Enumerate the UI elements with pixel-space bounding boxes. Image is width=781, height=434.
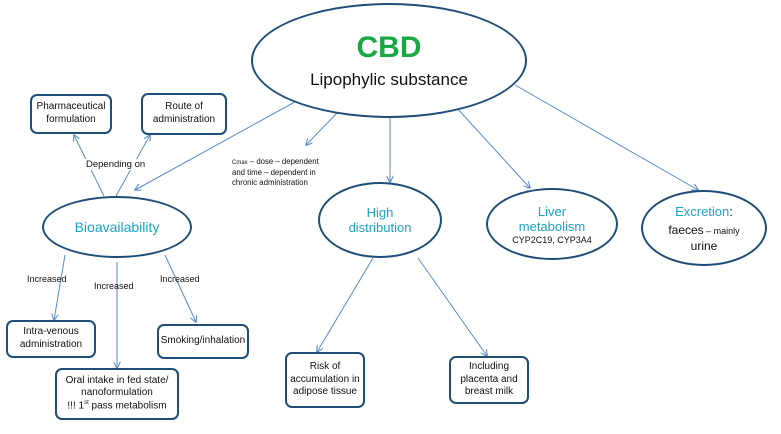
liver-enzymes: CYP2C19, CYP3A4 (512, 234, 592, 245)
adipose-box: Risk of accumulation in adipose tissue (285, 352, 365, 408)
excretion-faeces: faeces (668, 223, 704, 237)
pharma-formulation-line2: formulation (46, 114, 96, 125)
cbd-title: CBD (356, 31, 422, 64)
arrow-cbd-to-cmax-note (306, 109, 341, 145)
cmax-line3: chronic administration (232, 178, 308, 188)
arrow-cbd-to-bioavailability (135, 97, 303, 190)
bioavailability-title: Bioavailability (74, 219, 160, 235)
high-distribution-ellipse: High distribution (318, 182, 442, 258)
oral-intake-box: Oral intake in fed state/ nanoformulatio… (55, 368, 179, 420)
cmax-note: Cmax – dose – dependent and time – depen… (232, 157, 352, 189)
intravenous-line2: administration (19, 339, 83, 350)
placenta-line2: placenta and (460, 373, 518, 385)
arrow-bioavailability-to-smoking (164, 254, 196, 322)
intravenous-box: Intra-venous administration (6, 320, 96, 358)
adipose-line1: Risk of (309, 360, 341, 372)
placenta-line3: breast milk (464, 386, 514, 398)
cbd-root-ellipse: CBD Lipophylic substance (251, 3, 527, 118)
excretion-colon: : (729, 204, 733, 219)
liver-line1: Liver (537, 203, 567, 219)
excretion-ellipse: Excretion: faeces – mainly urine (641, 190, 767, 266)
liver-line2: metabolism (518, 218, 586, 234)
increased-label-middle: Increased (94, 281, 134, 291)
route-line2: administration (152, 114, 216, 125)
increased-label-left: Increased (27, 274, 67, 284)
liver-metabolism-ellipse: Liver metabolism CYP2C19, CYP3A4 (486, 188, 618, 260)
cmax-symbol: Cmax (232, 160, 248, 166)
bioavailability-ellipse: Bioavailability (42, 196, 192, 258)
cbd-subtitle: Lipophylic substance (310, 70, 468, 89)
cmax-line2: and time – dependent in (232, 167, 316, 177)
increased-label-right: Increased (160, 274, 200, 284)
cmax-line1: – dose – dependent (247, 157, 319, 166)
excretion-mainly: – mainly (703, 226, 740, 236)
excretion-urine: urine (690, 239, 718, 253)
route-box: Route of administration (141, 93, 227, 135)
arrow-cbd-to-liver (454, 105, 530, 188)
pharma-formulation-line1: Pharmaceutical (36, 101, 106, 113)
oral-line3-pre: !!! 1 (67, 400, 85, 412)
adipose-line2: accumulation in (290, 373, 360, 385)
oral-line3-post: pass metabolism (88, 400, 167, 412)
arrow-distribution-to-adipose (317, 257, 374, 352)
arrow-bioavailability-to-intravenous (54, 254, 66, 320)
pharma-formulation-box: Pharmaceutical formulation (30, 94, 112, 134)
intravenous-line1: Intra-venous (23, 326, 79, 338)
smoking-label: Smoking/inhalation (160, 335, 246, 347)
placenta-line1: Including (468, 360, 510, 372)
oral-line3-sup: st (84, 400, 89, 407)
placenta-box: Including placenta and breast milk (449, 356, 529, 404)
arrow-cbd-to-excretion (514, 84, 698, 190)
oral-line1: Oral intake in fed state/ (65, 374, 169, 386)
high-distribution-line2: distribution (348, 220, 412, 235)
adipose-line3: adipose tissue (293, 386, 357, 398)
excretion-title: Excretion (675, 204, 730, 219)
depending-on-label: Depending on (84, 159, 148, 170)
arrow-distribution-to-placenta (417, 257, 487, 356)
route-line1: Route of (165, 101, 203, 113)
smoking-box: Smoking/inhalation (157, 324, 249, 359)
high-distribution-line1: High (366, 205, 394, 220)
oral-line2: nanoformulation (81, 387, 153, 399)
